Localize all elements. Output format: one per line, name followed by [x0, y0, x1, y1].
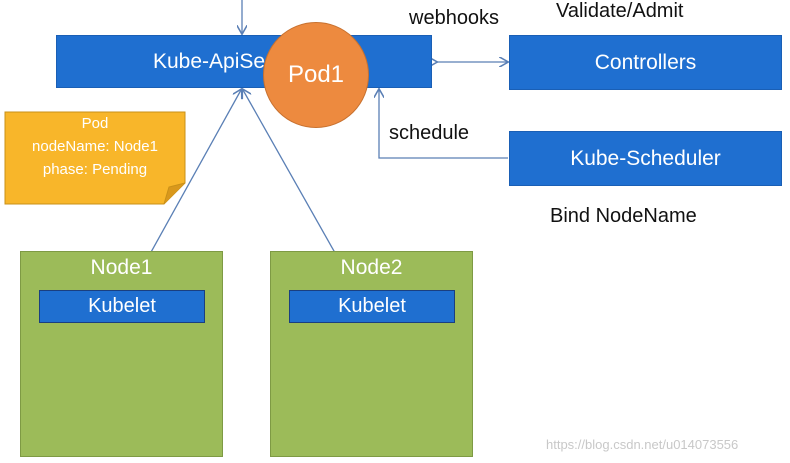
kube-apiserver-box: Kube-ApiServer: [56, 35, 432, 88]
bind-nodename-label: Bind NodeName: [550, 205, 697, 227]
pod1-circle: Pod1: [263, 22, 369, 128]
note-line-2: nodeName: Node1: [32, 138, 158, 155]
pod1-label: Pod1: [287, 61, 345, 88]
note-line-1: Pod: [81, 115, 109, 132]
validate-admit-label: Validate/Admit: [556, 0, 684, 22]
node1-kubelet: Kubelet: [39, 290, 205, 323]
watermark: https://blog.csdn.net/u014073556: [546, 437, 739, 452]
kube-scheduler-box: Kube-Scheduler: [509, 131, 782, 186]
note-line-3: phase: Pending: [42, 161, 148, 178]
schedule-label: schedule: [389, 122, 470, 144]
node1-title: Node1: [90, 256, 153, 279]
pod-note: Pod nodeName: Node1 phase: Pending: [4, 111, 186, 205]
node1-box: Node1 Kubelet: [20, 251, 223, 457]
webhooks-label: webhooks: [409, 7, 500, 29]
node2-title: Node2: [340, 256, 403, 279]
node2-box: Node2 Kubelet: [270, 251, 473, 457]
controllers-box: Controllers: [509, 35, 782, 90]
note-shape: [4, 111, 186, 205]
kube-scheduler-label: Kube-Scheduler: [570, 146, 721, 170]
node2-kubelet: Kubelet: [289, 290, 455, 323]
schedule-arrow: [379, 90, 508, 159]
controllers-label: Controllers: [594, 50, 697, 74]
